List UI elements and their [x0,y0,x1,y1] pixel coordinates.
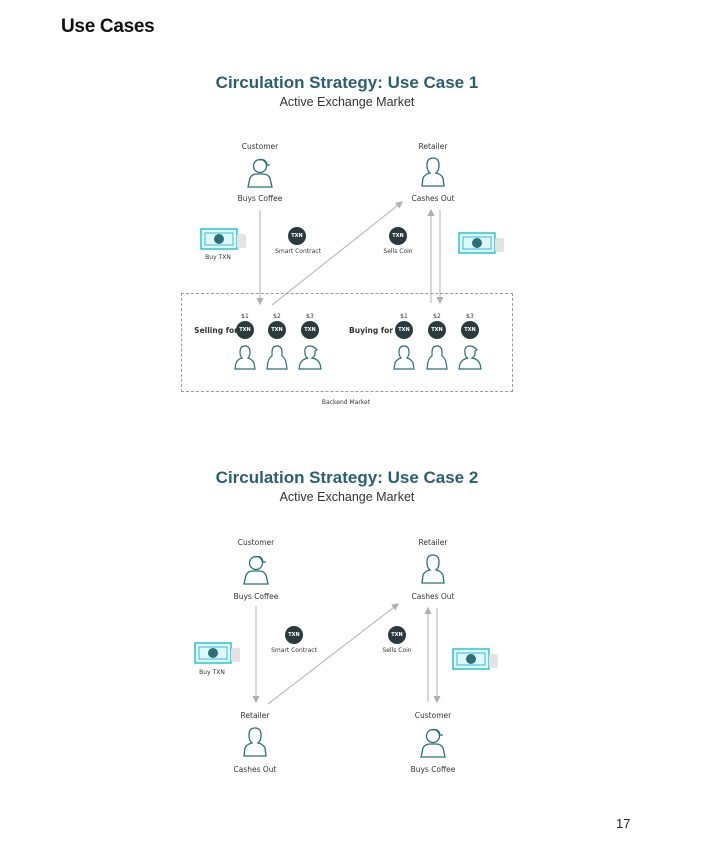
case2-customer-top-action: Buys Coffee [233,592,279,601]
person-icon [426,345,448,370]
person-icon [234,345,256,370]
case2-subtitle: Active Exchange Market [279,490,415,504]
price-label: $3 [306,313,314,320]
banknote-icon [452,648,498,670]
buying-for-label: Buying for [349,326,393,335]
retailer-person-icon [421,554,445,584]
txn-coin-icon: TXN [461,321,479,339]
page-heading: Use Cases [61,16,155,37]
case1-customer-action: Buys Coffee [237,194,283,203]
case2-retailer-bottom-role: Retailer [240,711,270,720]
txn-coin-icon: TXN [288,227,306,245]
backend-market-label: Backend Market [321,399,371,406]
price-label: $1 [400,313,408,320]
txn-coin-icon: TXN [268,321,286,339]
case1-sells-coin: Sells Coin [383,248,413,255]
txn-coin-icon: TXN [301,321,319,339]
person-icon [393,345,415,370]
case1-customer-role: Customer [241,142,279,151]
txn-coin-icon: TXN [236,321,254,339]
person-icon [458,345,482,370]
page-number: 17 [616,816,631,831]
txn-coin-icon: TXN [285,626,303,644]
banknote-icon [200,228,246,250]
case1-subtitle: Active Exchange Market [279,95,415,109]
person-icon [298,345,322,370]
case2-title: Circulation Strategy: Use Case 2 [215,468,479,487]
case1-retailer-action: Cashes Out [411,194,455,203]
retailer-person-icon [421,157,445,187]
banknote-icon [458,232,504,254]
person-icon [266,345,288,370]
txn-coin-icon: TXN [395,321,413,339]
txn-coin-icon: TXN [388,626,406,644]
banknote-icon [194,642,240,664]
customer-person-icon [420,728,446,758]
customer-person-icon [247,158,273,188]
case2-customer-top-role: Customer [237,538,275,547]
case2-retailer-bottom-action: Cashes Out [233,765,277,774]
retailer-person-icon [243,727,267,757]
case2-customer-bottom-action: Buys Coffee [410,765,456,774]
price-label: $2 [273,313,281,320]
case2-retailer-top-action: Cashes Out [411,592,455,601]
case1-title: Circulation Strategy: Use Case 1 [215,73,479,92]
backend-market-box [181,293,513,392]
case2-buy-txn-label: Buy TXN [199,669,225,676]
case2-smart-contract: Smart Contract [271,647,317,654]
case1-smart-contract: Smart Contract [275,248,321,255]
selling-for-label: Selling for [194,326,238,335]
price-label: $3 [466,313,474,320]
case2-customer-bottom-role: Customer [414,711,452,720]
txn-coin-icon: TXN [389,227,407,245]
txn-coin-icon: TXN [428,321,446,339]
price-label: $1 [241,313,249,320]
case1-buy-txn-label: Buy TXN [205,254,231,261]
case2-sells-coin: Sells Coin [382,647,412,654]
case2-retailer-top-role: Retailer [418,538,448,547]
customer-person-icon [243,555,269,585]
case1-retailer-role: Retailer [418,142,448,151]
price-label: $2 [433,313,441,320]
